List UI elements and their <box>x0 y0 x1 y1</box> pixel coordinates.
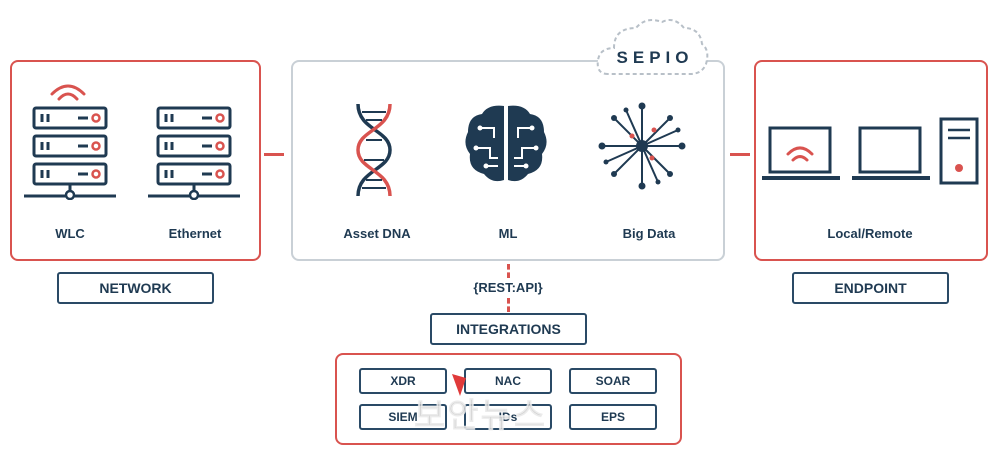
big-data-network-icon <box>598 102 686 190</box>
brain-icon <box>465 105 547 182</box>
network-tag: NETWORK <box>57 272 214 304</box>
api-connector-top <box>507 264 510 278</box>
integration-siem: SIEM <box>359 404 447 430</box>
dna-icon <box>356 103 392 197</box>
integration-soar: SOAR <box>569 368 657 394</box>
endpoint-tag: ENDPOINT <box>792 272 949 304</box>
watermark-shield-icon <box>452 374 466 396</box>
integration-nac: NAC <box>464 368 552 394</box>
rest-api-label: {REST:API} <box>473 280 543 295</box>
ml-label: ML <box>498 226 518 241</box>
connector-platform-endpoint <box>730 153 750 156</box>
connector-network-platform <box>264 153 284 156</box>
wlc-server-icon <box>24 106 116 200</box>
api-connector-bottom <box>507 298 510 312</box>
local-remote-label: Local/Remote <box>827 226 913 241</box>
cloud-logo-icon <box>596 19 709 75</box>
sepio-logo: SEPIO <box>616 48 694 67</box>
watermark-text: 보안뉴스 <box>413 397 548 436</box>
desktop-tower-icon <box>939 117 979 185</box>
ethernet-server-icon <box>148 106 240 200</box>
wlc-label: WLC <box>55 226 85 241</box>
asset-dna-label: Asset DNA <box>343 226 411 241</box>
ethernet-label: Ethernet <box>168 226 222 241</box>
laptop-wifi-icon <box>762 126 840 180</box>
laptop-icon <box>852 126 930 180</box>
integrations-tag: INTEGRATIONS <box>430 313 587 345</box>
wifi-signal-icon <box>50 84 86 101</box>
integration-ids: IDs <box>464 404 552 430</box>
big-data-label: Big Data <box>622 226 676 241</box>
integration-eps: EPS <box>569 404 657 430</box>
integration-xdr: XDR <box>359 368 447 394</box>
